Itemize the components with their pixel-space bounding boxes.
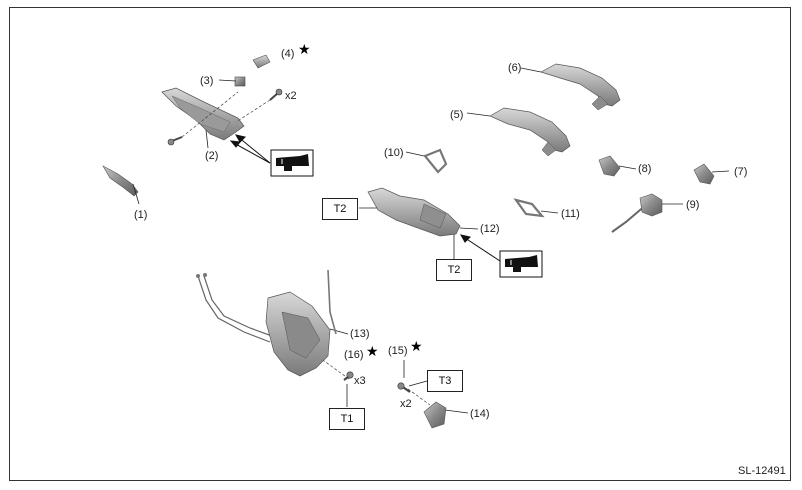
- torque-box-t2-lower: T2: [436, 259, 472, 281]
- callout-7: (7): [734, 166, 748, 178]
- screw-left: [167, 136, 183, 146]
- qty-15: x2: [400, 398, 412, 410]
- part-5-handle: [489, 107, 571, 157]
- torque-box-t1: T1: [329, 408, 365, 430]
- part-12-frame: [367, 187, 461, 237]
- part-4-pad: [252, 54, 271, 69]
- callout-6: (6): [508, 62, 522, 74]
- callout-13: (13): [350, 328, 370, 340]
- star-icon-4: ★: [298, 41, 311, 57]
- screw-right: [269, 88, 283, 101]
- part-13-latch: [196, 269, 337, 377]
- part-6-handle: [540, 63, 621, 111]
- callout-3: (3): [200, 75, 214, 87]
- part-1-seal: [102, 165, 139, 197]
- diagram-frame: [9, 7, 791, 481]
- part-11-gasket: [513, 198, 545, 218]
- grease-arrow-right: [460, 234, 501, 262]
- callout-4: (4): [281, 48, 295, 60]
- part-8-cap: [598, 155, 621, 177]
- grease-arrows-left: [229, 134, 271, 164]
- torque-box-t2-upper: T2: [322, 198, 358, 220]
- guide-lines: [181, 91, 431, 406]
- callout-1: (1): [134, 209, 148, 221]
- part-14-striker: [423, 401, 447, 429]
- part-2-handle-base: [161, 87, 245, 141]
- leader-lines: [132, 67, 730, 414]
- diagram-code: SL-12491: [738, 465, 786, 477]
- callout-2: (2): [205, 150, 219, 162]
- part-10-gasket: [423, 148, 448, 174]
- grease-icon-2: [499, 250, 543, 278]
- callout-15: (15): [388, 345, 408, 357]
- callout-5: (5): [450, 109, 464, 121]
- callout-16: (16): [344, 349, 364, 361]
- callout-11: (11): [561, 208, 580, 220]
- star-icon-15: ★: [410, 338, 423, 354]
- star-icon-16: ★: [366, 343, 379, 359]
- callout-14: (14): [470, 408, 490, 420]
- callout-12: (12): [480, 223, 500, 235]
- callout-8: (8): [638, 163, 652, 175]
- part-3-nut: [234, 76, 246, 87]
- part-15-bolt: [397, 382, 411, 393]
- grease-icon-1: [270, 149, 314, 177]
- callout-9: (9): [686, 199, 700, 211]
- torque-box-t3: T3: [427, 370, 463, 392]
- part-7-cap: [693, 163, 715, 185]
- qty-4: x2: [285, 90, 297, 102]
- part-16-bolt: [343, 371, 354, 381]
- qty-16: x3: [354, 375, 366, 387]
- part-9-cylinder: [611, 193, 663, 233]
- callout-10: (10): [384, 147, 404, 159]
